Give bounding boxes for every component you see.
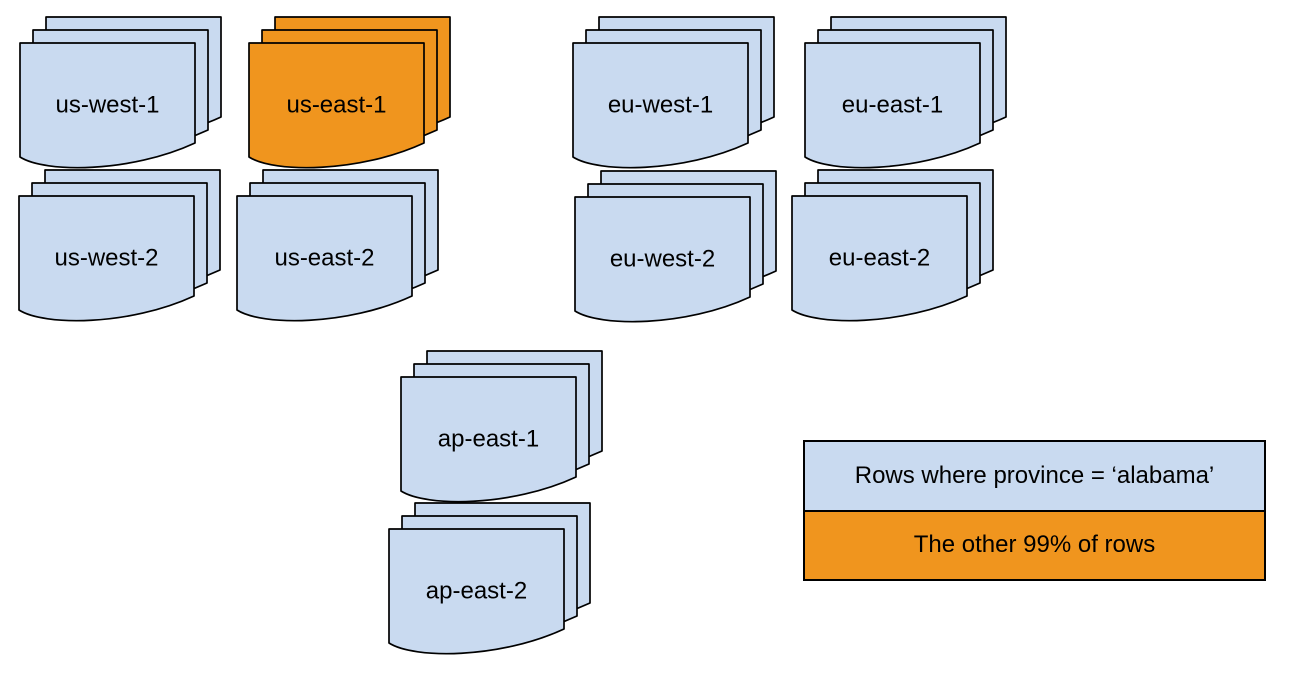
region-label: us-west-2 xyxy=(54,245,158,272)
region-label: ap-east-2 xyxy=(426,578,527,605)
document-stack-graphic: eu-east-2 xyxy=(791,169,994,322)
document-page-front xyxy=(804,42,981,169)
legend-item-label: The other 99% of rows xyxy=(913,531,1156,559)
document-stack-graphic: ap-east-1 xyxy=(400,350,603,503)
document-page-front xyxy=(791,195,968,322)
legend-item-label: Rows where province = ‘alabama’ xyxy=(854,461,1215,489)
document-stack-graphic: us-west-2 xyxy=(18,169,221,322)
document-page-front xyxy=(248,42,425,169)
legend-item-alabama-rows: Rows where province = ‘alabama’ xyxy=(805,442,1264,512)
document-page-front xyxy=(572,42,749,169)
region-stack-us-east-2: us-east-2 xyxy=(235,168,441,324)
document-stack-graphic: ap-east-2 xyxy=(388,502,591,655)
region-label: us-east-2 xyxy=(274,245,374,272)
document-stack-graphic: us-east-2 xyxy=(236,169,439,322)
region-stack-us-west-2: us-west-2 xyxy=(17,168,223,324)
document-page-front xyxy=(236,195,413,322)
legend: Rows where province = ‘alabama’ The othe… xyxy=(803,440,1266,581)
region-label: eu-west-1 xyxy=(608,92,713,119)
region-stack-eu-east-2: eu-east-2 xyxy=(790,168,996,324)
region-stack-ap-east-2: ap-east-2 xyxy=(387,501,593,657)
document-stack-graphic: eu-east-1 xyxy=(804,16,1007,169)
document-page-front xyxy=(19,42,196,169)
document-page-front xyxy=(388,528,565,655)
region-stack-eu-west-1: eu-west-1 xyxy=(571,15,777,171)
region-label: eu-east-1 xyxy=(842,92,943,119)
region-stack-eu-east-1: eu-east-1 xyxy=(803,15,1009,171)
region-label: us-west-1 xyxy=(55,92,159,119)
legend-item-other-rows: The other 99% of rows xyxy=(805,511,1264,579)
document-page-front xyxy=(18,195,195,322)
region-label: us-east-1 xyxy=(286,92,386,119)
region-stack-eu-west-2: eu-west-2 xyxy=(573,169,779,325)
document-page-front xyxy=(574,196,751,323)
region-stack-us-east-1: us-east-1 xyxy=(247,15,453,171)
document-page-front xyxy=(400,376,577,503)
region-stack-ap-east-1: ap-east-1 xyxy=(399,349,605,505)
region-label: ap-east-1 xyxy=(438,426,539,453)
region-stack-us-west-1: us-west-1 xyxy=(18,15,224,171)
document-stack-graphic: us-west-1 xyxy=(19,16,222,169)
document-stack-graphic: eu-west-1 xyxy=(572,16,775,169)
region-label: eu-east-2 xyxy=(829,245,930,272)
document-stack-graphic: us-east-1 xyxy=(248,16,451,169)
region-label: eu-west-2 xyxy=(610,246,715,273)
document-stack-graphic: eu-west-2 xyxy=(574,170,777,323)
